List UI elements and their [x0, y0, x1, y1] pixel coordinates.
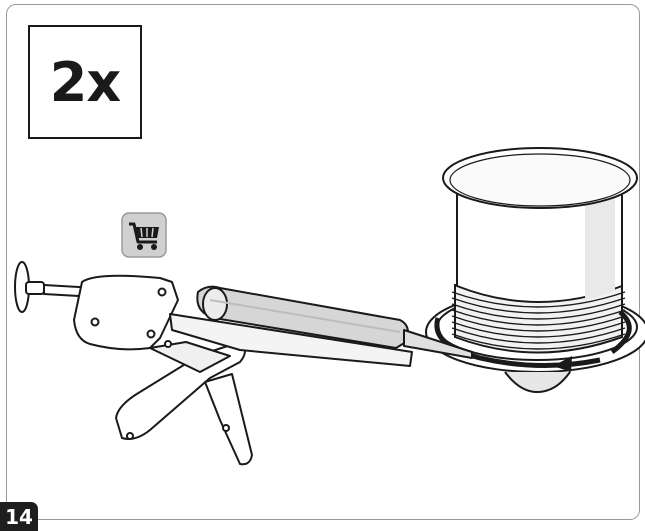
rotate-clockwise-arrow-icon	[434, 310, 632, 372]
step-number-badge: 14	[0, 502, 38, 531]
shopping-cart-icon	[121, 212, 167, 258]
pipe-flange	[425, 147, 645, 394]
quantity-label: 2x	[49, 50, 121, 114]
quantity-box: 2x	[28, 25, 142, 139]
caulking-gun	[14, 261, 473, 466]
